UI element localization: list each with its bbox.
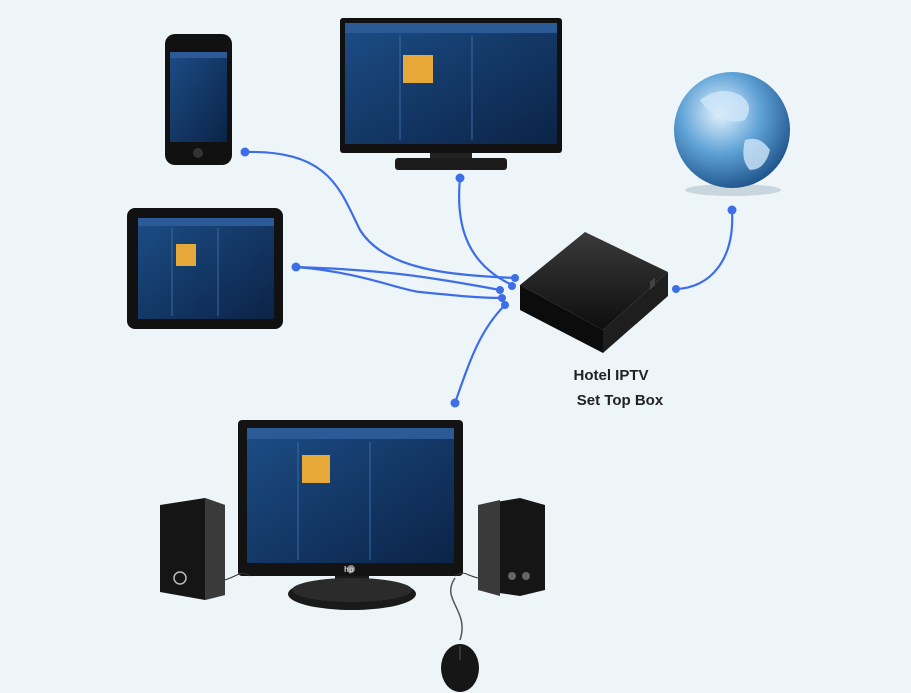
smartphone-icon (165, 34, 232, 165)
desktop-monitor-icon (238, 420, 463, 610)
tv-icon (340, 18, 562, 170)
connector-tablet-1 (295, 265, 501, 292)
mouse-icon (441, 577, 479, 692)
set-top-box-label: Hotel IPTV Set Top Box (541, 363, 681, 413)
set-top-box-icon (520, 232, 668, 353)
connector-phone (244, 150, 516, 280)
connector-tv (458, 177, 513, 286)
speakers-icon (160, 498, 545, 600)
tablet-icon (127, 208, 283, 329)
connector-dots (240, 147, 737, 408)
connector-monitor (453, 304, 506, 404)
label-line-1: Hotel IPTV (573, 367, 649, 384)
internet-globe-icon (674, 72, 790, 196)
connector-globe (675, 209, 734, 291)
connector-tablet-2 (295, 265, 503, 300)
connector-lines (244, 150, 734, 404)
label-line-2: Set Top Box (576, 392, 664, 409)
monitor-brand-logo: hp (344, 565, 354, 574)
